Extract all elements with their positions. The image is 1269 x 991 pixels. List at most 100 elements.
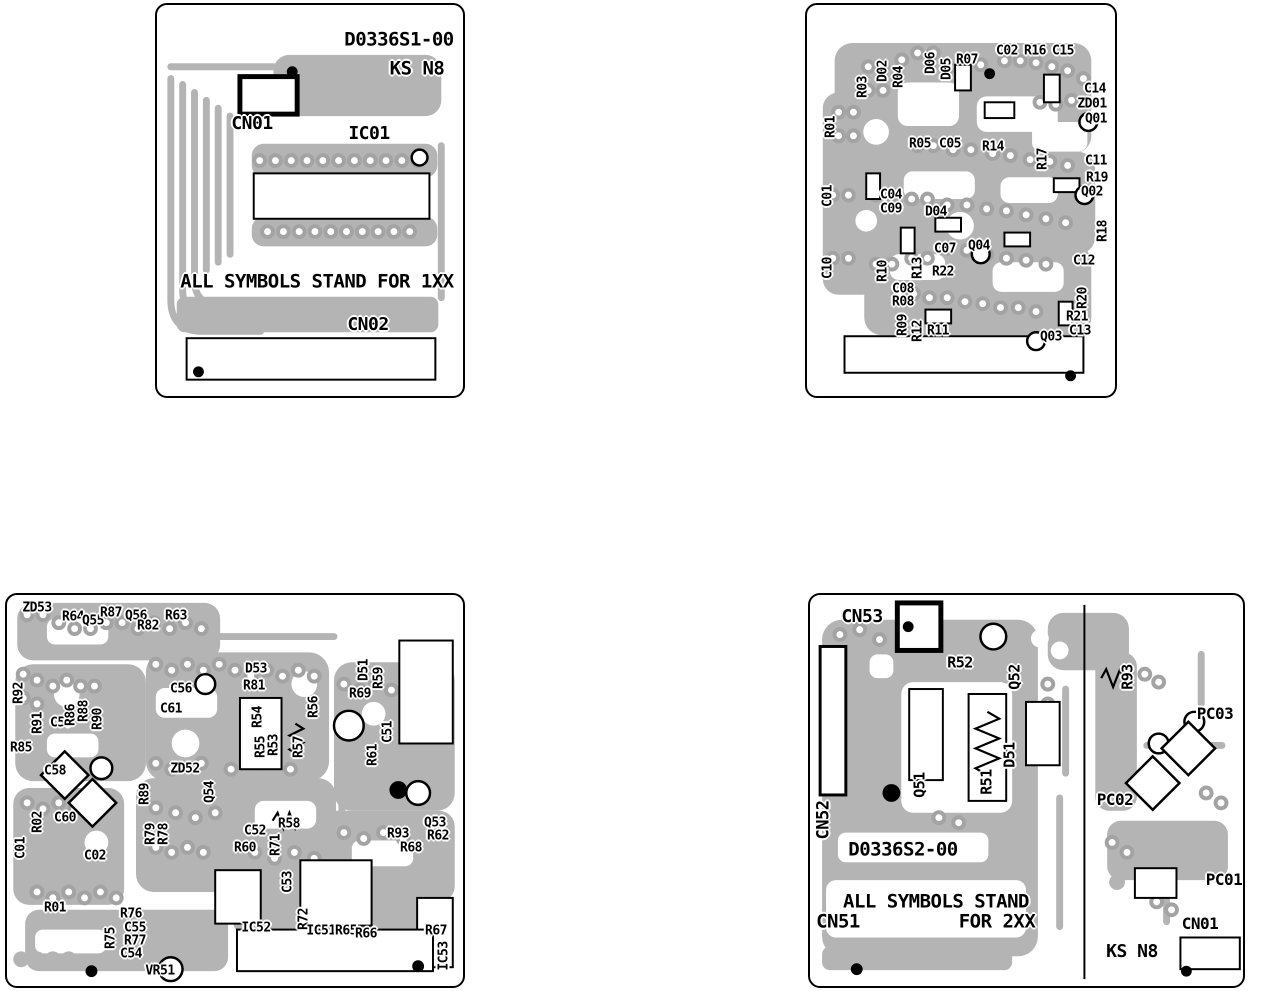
component-label: R54 xyxy=(250,706,266,728)
component-label: C60 xyxy=(54,810,76,826)
component-label: R20 xyxy=(1075,287,1091,309)
component-label: R61 xyxy=(365,744,381,766)
component-label: C07 xyxy=(934,241,956,257)
component-label: R10 xyxy=(875,260,891,282)
component-label: R21 xyxy=(1066,309,1088,325)
component-label: R01 xyxy=(44,900,66,916)
component-label: R67 xyxy=(425,923,447,939)
component-label: R56 xyxy=(306,696,322,718)
component-label: R75 xyxy=(103,927,119,949)
component-label: R90 xyxy=(90,708,106,730)
component-label: C02 xyxy=(84,848,106,864)
component-label: C05 xyxy=(939,136,961,152)
component-label: R69 xyxy=(349,686,371,702)
component-label: CN53 xyxy=(841,606,883,627)
component-label: C08 xyxy=(892,281,914,297)
component-label: R87 xyxy=(100,605,122,621)
component-label: CN02 xyxy=(347,314,389,335)
component-label: R12 xyxy=(910,320,926,342)
component-label: C09 xyxy=(880,201,902,217)
component-label: ZD52 xyxy=(170,761,200,777)
component-label: R08 xyxy=(892,294,914,310)
component-label: R81 xyxy=(243,678,265,694)
component-label: CN01 xyxy=(1181,914,1219,933)
component-label: R71 xyxy=(268,834,284,856)
component-label: C58 xyxy=(44,763,66,779)
component-label: C14 xyxy=(1084,81,1106,97)
component-label: KS N8 xyxy=(1106,941,1158,962)
component-label: R82 xyxy=(137,618,159,634)
component-label: R92 xyxy=(11,682,27,704)
component-label: C52 xyxy=(244,823,266,839)
component-label: Q53 xyxy=(424,815,446,831)
component-label: R93 xyxy=(1118,664,1137,690)
component-label: PC02 xyxy=(1096,790,1134,809)
component-label: R89 xyxy=(137,783,153,805)
component-label: R85 xyxy=(10,740,32,756)
component-label: Q02 xyxy=(1081,184,1103,200)
pcb-artwork xyxy=(13,602,455,983)
component-label: R68 xyxy=(400,840,422,856)
component-label: ZD53 xyxy=(22,600,52,616)
component-label: Q52 xyxy=(1005,664,1024,690)
component-label: CN52 xyxy=(813,800,834,840)
component-label: R13 xyxy=(910,257,926,279)
component-label: R04 xyxy=(891,66,907,88)
pcb-artwork xyxy=(167,54,445,381)
component-label: R18 xyxy=(1095,220,1111,242)
pcb-artwork xyxy=(822,43,1099,382)
component-label: D06 xyxy=(923,52,939,74)
component-label: R22 xyxy=(932,264,954,280)
component-label: C56 xyxy=(170,681,192,697)
component-label: Q04 xyxy=(968,238,990,254)
component-label: C13 xyxy=(1069,323,1091,339)
component-label: FOR 2XX xyxy=(958,910,1036,933)
component-label: ALL SYMBOLS STAND xyxy=(843,890,1029,913)
component-label: PC01 xyxy=(1205,870,1243,889)
component-label: R91 xyxy=(30,712,46,734)
component-label: Q56 xyxy=(125,608,147,624)
component-label: R01 xyxy=(823,116,839,138)
component-label: C10 xyxy=(820,257,836,279)
component-label: R65 xyxy=(335,923,357,939)
component-label: Q54 xyxy=(202,781,218,803)
component-label: Q01 xyxy=(1085,111,1107,127)
component-label: KS N8 xyxy=(389,57,445,80)
component-label: R19 xyxy=(1086,170,1108,186)
component-label: C01 xyxy=(820,185,836,207)
component-label: R60 xyxy=(234,840,256,856)
component-label: C51 xyxy=(380,721,396,743)
component-label: IC52 xyxy=(241,920,271,936)
component-label: PC03 xyxy=(1196,704,1234,723)
component-label: R76 xyxy=(120,906,142,922)
component-label: R16 xyxy=(1024,43,1046,59)
component-label: R03 xyxy=(855,76,871,98)
component-label: Q51 xyxy=(910,772,929,798)
component-label: R93 xyxy=(387,826,409,842)
component-label: C12 xyxy=(1073,253,1095,269)
component-label: R77 xyxy=(124,933,146,949)
component-label: C15 xyxy=(1052,43,1074,59)
component-label: R63 xyxy=(165,608,187,624)
component-label: Q55 xyxy=(82,613,104,629)
component-label: C61 xyxy=(160,701,182,717)
component-label: D0336S2-00 xyxy=(848,838,958,861)
component-label: CN01 xyxy=(231,113,273,134)
component-label: IC53 xyxy=(436,941,452,971)
component-label: R05 xyxy=(909,136,931,152)
component-label: C01 xyxy=(13,837,29,859)
component-label: C54 xyxy=(120,946,142,962)
component-label: R52 xyxy=(947,653,973,672)
component-label: C53 xyxy=(280,871,296,893)
component-label: D51 xyxy=(1000,742,1019,768)
component-label: R11 xyxy=(927,323,949,339)
component-label: D53 xyxy=(245,661,267,677)
component-label: D51 xyxy=(356,659,372,681)
component-label: VR51 xyxy=(145,963,175,979)
pcb-artwork xyxy=(818,600,1241,980)
